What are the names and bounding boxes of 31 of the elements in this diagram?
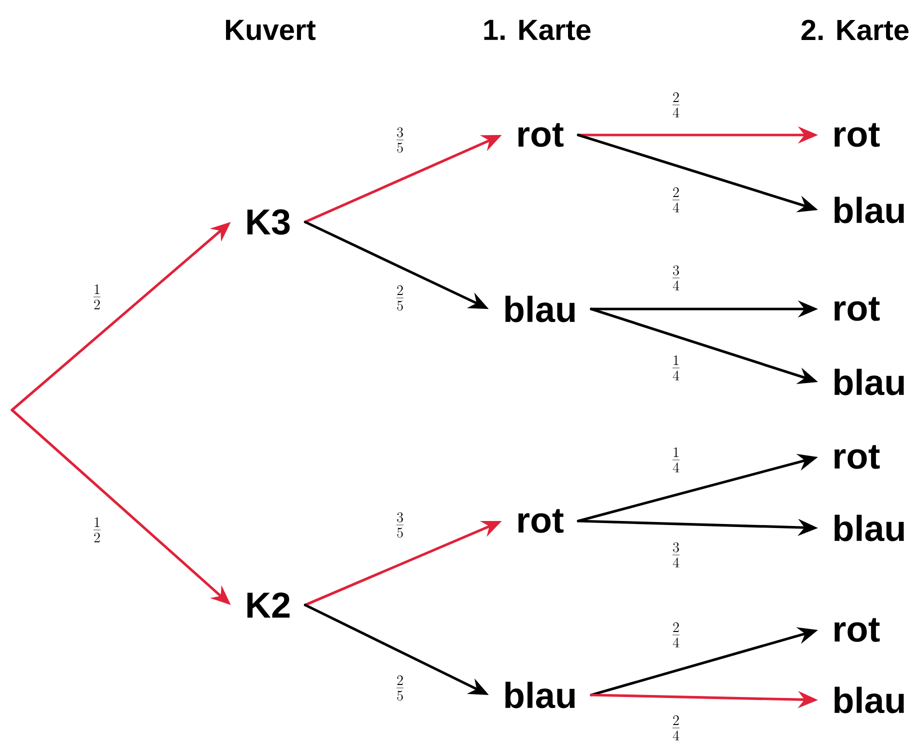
outcome-label: blau <box>834 196 904 224</box>
outcome-label: rot <box>834 618 880 642</box>
column-heading: 2. Karte <box>801 20 909 40</box>
outcome-label: rot <box>834 297 880 321</box>
edge-label: $\frac{2}{4}$ <box>672 715 680 740</box>
edge-label: $\frac{1}{2}$ <box>93 517 101 542</box>
edge-label: $\frac{3}{5}$ <box>396 512 404 538</box>
column-heading: 1. Karte <box>484 20 591 40</box>
outcome-label: K2 <box>247 592 290 618</box>
column-heading: Kuvert <box>226 20 316 40</box>
outcome-label: K3 <box>247 209 290 235</box>
outcome-label: rot <box>518 123 564 147</box>
outcome-label: blau <box>505 296 575 322</box>
outcome-label: blau <box>505 682 575 708</box>
edge-label: $\frac{2}{5}$ <box>396 285 404 311</box>
outcome-label: blau <box>834 686 904 714</box>
edge-label: $\frac{2}{4}$ <box>672 187 680 212</box>
outcome-label: blau <box>834 514 904 542</box>
edge-label: $\frac{2}{4}$ <box>672 622 680 648</box>
edge-label: $\frac{3}{5}$ <box>396 127 404 153</box>
edge-label: $\frac{1}{4}$ <box>672 447 680 472</box>
outcome-label: rot <box>834 445 880 469</box>
outcome-label: blau <box>834 368 904 396</box>
edge-label: $\frac{1}{2}$ <box>93 284 101 310</box>
outcome-label: rot <box>834 123 880 147</box>
edge-label: $\frac{3}{4}$ <box>672 265 680 290</box>
edge-label: $\frac{2}{5}$ <box>396 675 404 701</box>
edge-label: $\frac{1}{4}$ <box>672 355 680 380</box>
edge-label: $\frac{2}{4}$ <box>672 92 680 118</box>
outcome-label: rot <box>518 509 564 533</box>
edge-label: $\frac{3}{4}$ <box>672 542 680 568</box>
